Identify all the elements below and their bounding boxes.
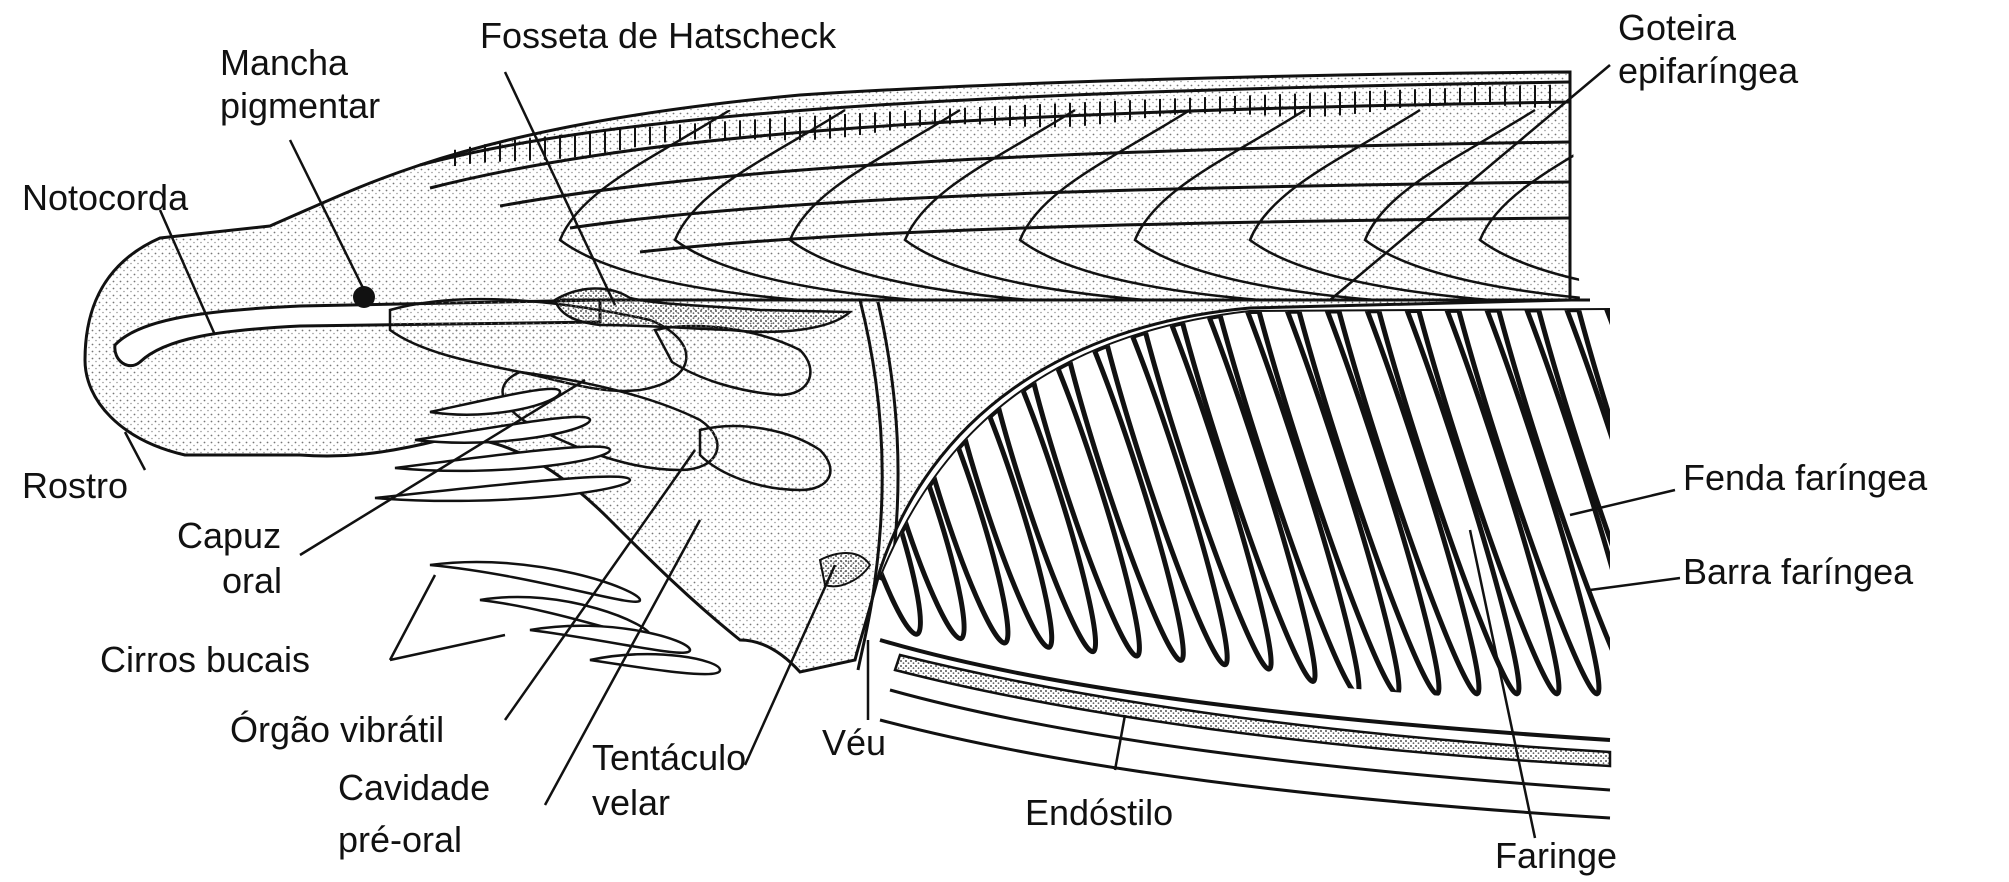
label-capuz-2: oral [222,560,282,601]
label-notocorda: Notocorda [22,177,189,218]
label-cavidade-2: pré-oral [338,819,462,860]
label-cavidade-1: Cavidade [338,767,490,808]
label-mancha-1: Mancha [220,42,349,83]
label-veu: Véu [822,722,886,763]
label-goteira-1: Goteira [1618,7,1737,48]
cirrus [430,562,640,602]
label-faringe: Faringe [1495,835,1617,876]
label-goteira-2: epifaríngea [1618,50,1799,91]
label-fenda: Fenda faríngea [1683,457,1928,498]
label-capuz-1: Capuz [177,515,281,556]
label-barra: Barra faríngea [1683,551,1914,592]
label-orgao: Órgão vibrátil [230,709,444,750]
label-endostilo: Endóstilo [1025,792,1173,833]
label-mancha-2: pigmentar [220,85,380,126]
label-tentaculo-2: velar [592,782,670,823]
cirrus [590,654,720,674]
label-fosseta: Fosseta de Hatscheck [480,15,837,56]
label-rostro: Rostro [22,465,128,506]
label-tentaculo-1: Tentáculo [592,737,746,778]
label-cirros: Cirros bucais [100,639,310,680]
